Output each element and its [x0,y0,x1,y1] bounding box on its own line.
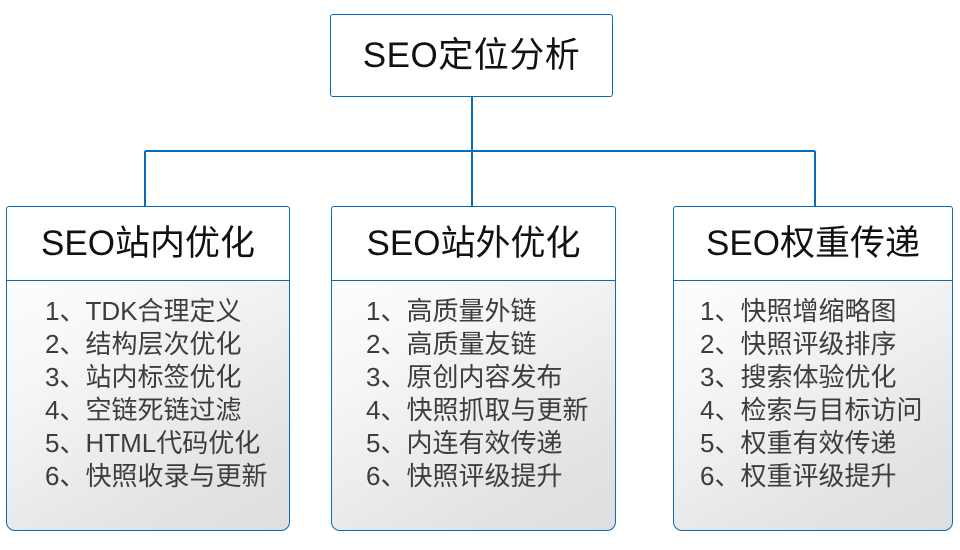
list-item: 5、内连有效传递 [366,428,563,458]
list-item: 5、HTML代码优化 [45,428,261,458]
list-item: 1、TDK合理定义 [45,296,242,326]
list-item: 5、权重有效传递 [700,428,897,458]
branch-header-label-1: SEO站内优化 [41,224,255,263]
list-item: 2、快照评级排序 [700,329,897,359]
branch-list-1: 1、TDK合理定义 2、结构层次优化 3、站内标签优化 4、空链死链过滤 5、H… [6,281,290,531]
branch-column-1: SEO站内优化 1、TDK合理定义 2、结构层次优化 3、站内标签优化 4、空链… [6,206,290,531]
branch-header-2: SEO站外优化 [331,206,616,281]
root-node: SEO定位分析 [330,14,613,97]
branch-header-1: SEO站内优化 [6,206,290,281]
branch-column-3: SEO权重传递 1、快照增缩略图 2、快照评级排序 3、搜索体验优化 4、检索与… [673,206,953,531]
branch-header-label-3: SEO权重传递 [706,224,920,263]
list-item: 6、权重评级提升 [700,461,897,491]
branch-list-3: 1、快照增缩略图 2、快照评级排序 3、搜索体验优化 4、检索与目标访问 5、权… [673,281,953,531]
list-item: 1、高质量外链 [366,296,537,326]
root-node-label: SEO定位分析 [362,36,581,75]
list-item: 6、快照评级提升 [366,461,563,491]
list-item: 3、站内标签优化 [45,362,242,392]
list-item: 3、原创内容发布 [366,362,563,392]
list-item: 3、搜索体验优化 [700,362,897,392]
branch-header-label-2: SEO站外优化 [366,224,581,263]
branch-column-2: SEO站外优化 1、高质量外链 2、高质量友链 3、原创内容发布 4、快照抓取与… [331,206,616,531]
list-item: 2、高质量友链 [366,329,537,359]
list-item: 2、结构层次优化 [45,329,242,359]
list-item: 4、空链死链过滤 [45,395,242,425]
branch-list-2: 1、高质量外链 2、高质量友链 3、原创内容发布 4、快照抓取与更新 5、内连有… [331,281,616,531]
list-item: 1、快照增缩略图 [700,296,897,326]
list-item: 4、检索与目标访问 [700,395,923,425]
list-item: 4、快照抓取与更新 [366,395,589,425]
list-item: 6、快照收录与更新 [45,461,268,491]
branch-header-3: SEO权重传递 [673,206,953,281]
